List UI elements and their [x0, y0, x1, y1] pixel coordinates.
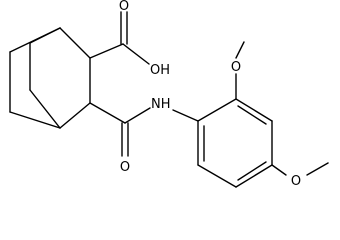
bond [9, 111, 61, 129]
methoxy-oxygen-ortho-label: O [231, 60, 241, 75]
bond [59, 102, 91, 129]
amide-nh-label: NH [151, 97, 171, 112]
bond [271, 164, 287, 176]
carboxyl-oxygen-label: O [119, 0, 129, 14]
bond [235, 164, 273, 188]
bond [235, 98, 273, 122]
benzene-ring-bonds [197, 98, 273, 188]
bond [172, 109, 199, 122]
para-methoxy-bonds [271, 162, 329, 176]
amide-oxygen-label: O [120, 160, 130, 175]
bond [237, 105, 267, 125]
bond [124, 107, 151, 124]
bond [197, 98, 237, 122]
bond [89, 43, 124, 59]
hydroxyl-label: OH [150, 63, 170, 78]
methoxy-oxygen-para-label: O [291, 174, 301, 189]
bond [122, 43, 150, 65]
bond [235, 41, 245, 59]
bond [29, 89, 61, 129]
amide-bonds [89, 102, 199, 157]
bond [306, 162, 329, 176]
ortho-methoxy-bonds [235, 41, 245, 100]
bond [59, 27, 91, 59]
bicyclooctane-bonds [9, 27, 91, 129]
molecule-structure: O OH O NH O O [9, 0, 329, 189]
carboxylic-acid-bonds [89, 11, 150, 65]
bond [89, 102, 126, 124]
bond [9, 27, 61, 53]
bond [197, 164, 237, 188]
bond [237, 161, 267, 181]
